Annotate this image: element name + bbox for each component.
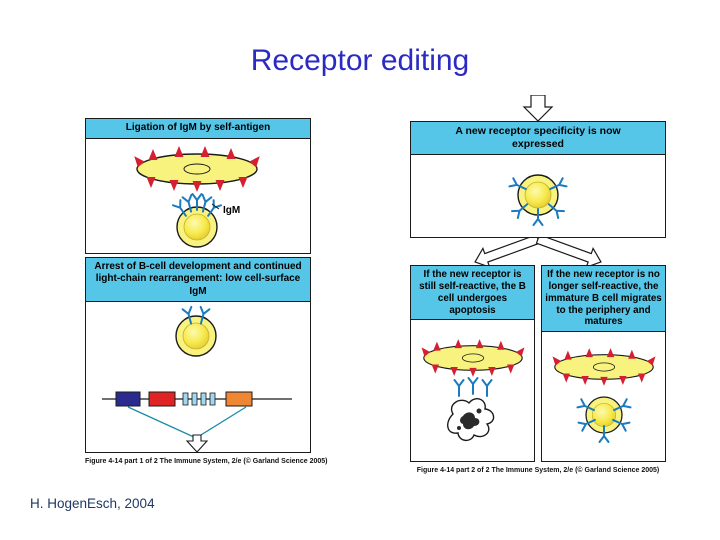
gene-segment-cyan bbox=[209, 392, 216, 406]
panel-ligation-header: Ligation of IgM by self-antigen bbox=[86, 119, 310, 139]
figure-part1: Ligation of IgM by self-antigen IgM Arre… bbox=[85, 118, 328, 465]
new-receptor-diagram bbox=[508, 174, 568, 227]
gene-segment-red bbox=[148, 391, 176, 407]
top-down-arrow-icon bbox=[522, 95, 554, 121]
igm-receptor bbox=[481, 379, 492, 398]
igm-pointer-line bbox=[211, 203, 220, 209]
panel-new-receptor: A new receptor specificity is now expres… bbox=[410, 121, 666, 239]
gene-segment-dark-blue bbox=[115, 391, 141, 407]
panel-apoptosis-header: If the new receptor is still self-reacti… bbox=[411, 266, 534, 321]
panel-matures-header: If the new receptor is no longer self-re… bbox=[542, 266, 665, 332]
self-antigen-cell bbox=[549, 348, 658, 386]
panel-arrest: Arrest of B-cell development and continu… bbox=[85, 256, 311, 453]
panel-arrest-header: Arrest of B-cell development and continu… bbox=[86, 257, 310, 302]
panel-new-receptor-header: A new receptor specificity is now expres… bbox=[411, 122, 665, 156]
gene-rearrangement-map bbox=[102, 391, 292, 439]
rearrangement-diagram bbox=[102, 305, 292, 452]
gene-segment-cyan bbox=[191, 392, 198, 406]
panel-apoptosis: If the new receptor is still self-reacti… bbox=[410, 265, 535, 463]
panel-ligation: Ligation of IgM by self-antigen IgM bbox=[85, 118, 311, 254]
recombination-lines bbox=[127, 406, 247, 439]
igm-receptor bbox=[453, 379, 464, 398]
figure-caption-part1: Figure 4-14 part 1 of 2 The Immune Syste… bbox=[85, 458, 328, 465]
apoptotic-cell bbox=[446, 398, 494, 442]
b-cell bbox=[175, 315, 217, 357]
maturation-diagram bbox=[543, 343, 665, 444]
gene-segment-cyan bbox=[182, 392, 189, 406]
branch-arrows-icon bbox=[474, 238, 602, 266]
apoptosis-diagram bbox=[412, 326, 534, 442]
slide-title: Receptor editing bbox=[250, 44, 470, 77]
branch-arrow-right bbox=[535, 238, 602, 266]
ligation-diagram: IgM bbox=[86, 139, 309, 248]
igm-label: IgM bbox=[223, 205, 240, 216]
igm-receptor bbox=[467, 377, 478, 396]
branch-arrow-left bbox=[474, 238, 541, 266]
attribution: H. HogenEsch, 2004 bbox=[30, 496, 155, 511]
figure-part2: A new receptor specificity is now expres… bbox=[410, 95, 666, 474]
self-antigen-cell bbox=[418, 339, 527, 377]
panel-matures: If the new receptor is no longer self-re… bbox=[541, 265, 666, 463]
down-arrow-icon bbox=[185, 434, 209, 452]
gene-segment-orange bbox=[225, 391, 253, 407]
figure-caption-part2: Figure 4-14 part 2 of 2 The Immune Syste… bbox=[416, 467, 660, 475]
self-antigen-cell bbox=[131, 146, 263, 192]
gene-segment-cyan bbox=[200, 392, 207, 406]
